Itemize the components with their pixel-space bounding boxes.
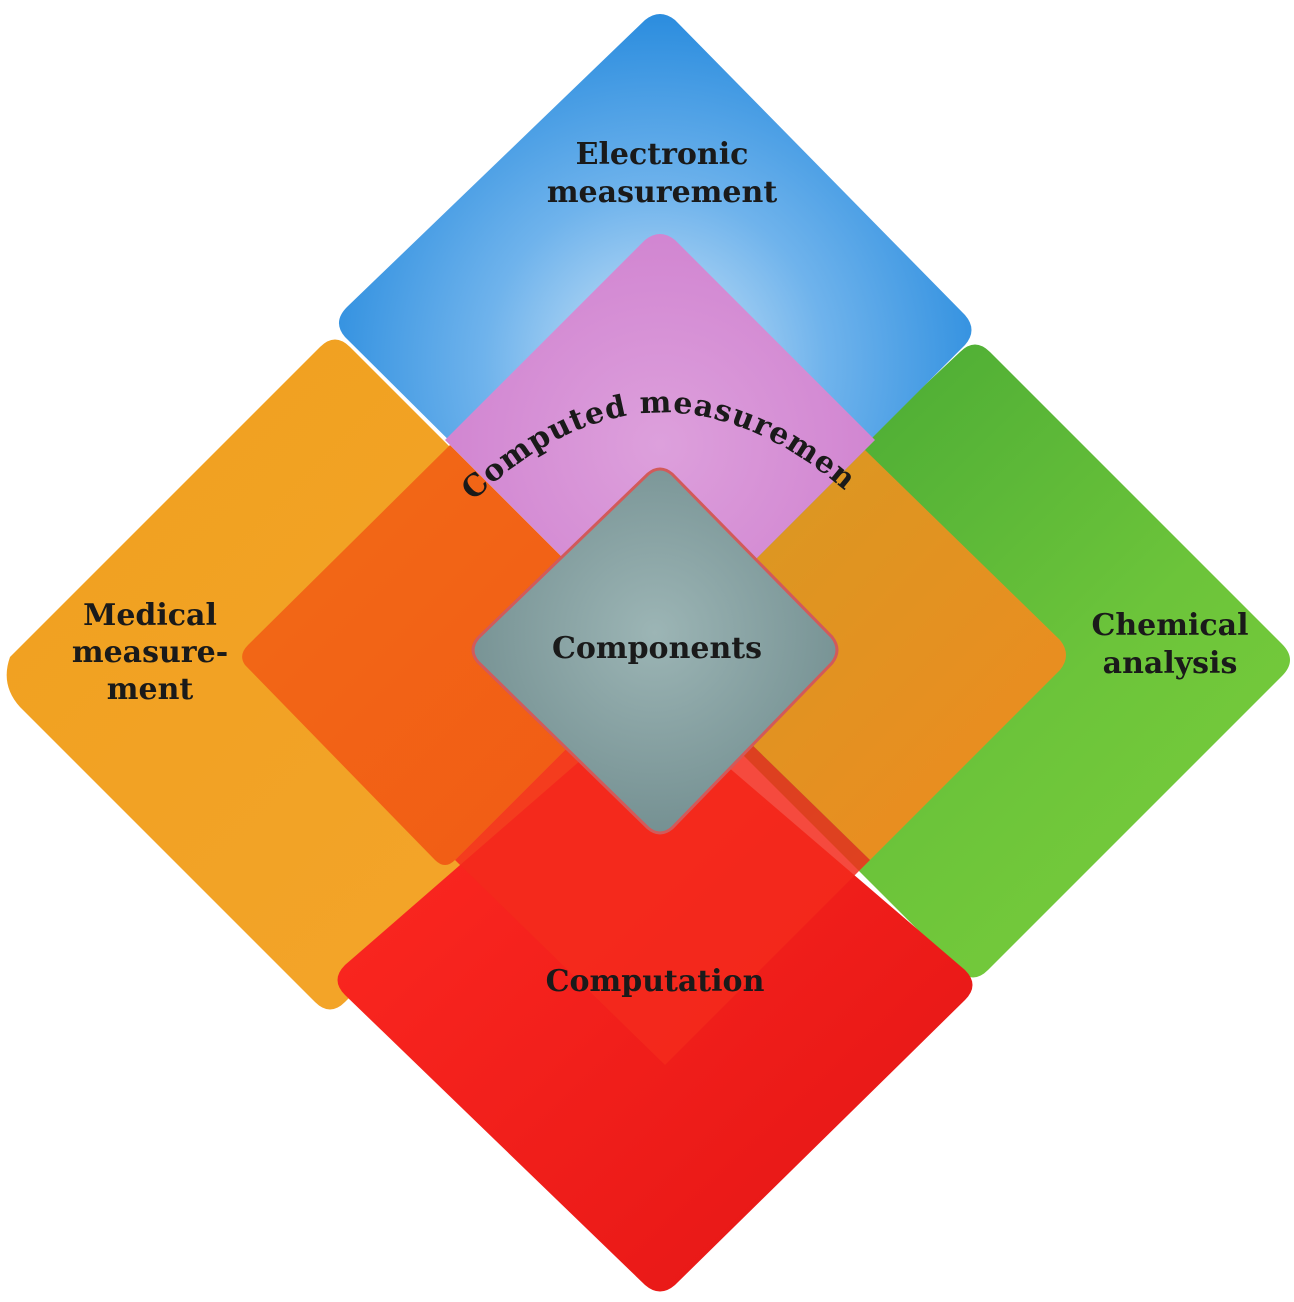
inner-ring-right bbox=[660, 450, 1066, 860]
label-line: analysis bbox=[1102, 646, 1238, 681]
components-label: Components bbox=[507, 630, 807, 668]
label-line: Electronic bbox=[575, 137, 749, 172]
label-line: Components bbox=[551, 631, 763, 666]
inner-ring-left bbox=[242, 445, 660, 865]
label-line: Computation bbox=[545, 964, 765, 999]
computation-label: Computation bbox=[505, 963, 805, 1001]
computed-measurement-region bbox=[445, 234, 875, 655]
label-line: Chemical bbox=[1091, 608, 1249, 643]
medical-measurement-label: Medical measure- ment bbox=[40, 597, 260, 708]
chemical-analysis-label: Chemical analysis bbox=[1070, 607, 1270, 683]
label-line: ment bbox=[106, 672, 194, 707]
label-line: Medical bbox=[83, 598, 217, 633]
electronic-measurement-label: Electronic measurement bbox=[512, 136, 812, 212]
label-line: measurement bbox=[546, 175, 778, 210]
inner-ring-bottom bbox=[455, 655, 870, 1065]
label-line: measure- bbox=[71, 635, 229, 670]
components-region bbox=[471, 467, 839, 835]
